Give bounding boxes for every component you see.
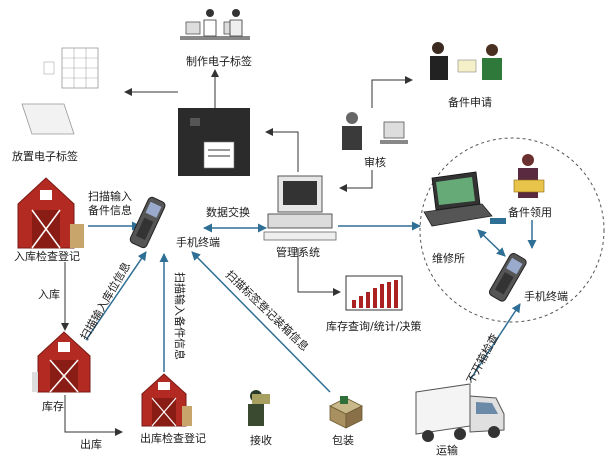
arrows — [61, 69, 537, 436]
handheld-terminal-icon — [129, 196, 166, 249]
shelf-icon — [21, 47, 99, 135]
package-icon — [329, 396, 363, 429]
arrow-stock-out — [64, 395, 123, 436]
label-handheld-2: 手机终端 — [524, 290, 568, 303]
arrow-pack-to-handheld — [191, 251, 331, 393]
label-place-tag: 放置电子标签 — [12, 150, 78, 163]
label-inbound-check: 入库检查登记 — [14, 250, 80, 263]
label-audit: 审核 — [364, 156, 386, 169]
laptop-icon — [423, 171, 506, 227]
receiver-icon — [248, 390, 270, 426]
barn-outbound-icon — [141, 373, 192, 427]
label-handheld-1: 手机终端 — [176, 236, 220, 249]
label-receive: 接收 — [250, 434, 272, 447]
label-mgmt-system: 管理系统 — [276, 246, 320, 259]
label-make-tag: 制作电子标签 — [186, 55, 252, 68]
arrow-audit-to-apply — [371, 76, 413, 108]
label-parts-receive: 备件领用 — [508, 206, 552, 219]
barn-inbound-icon — [17, 177, 84, 249]
printer-icon — [178, 108, 250, 176]
label-scan-in-2: 备件信息 — [88, 204, 132, 217]
label-stock-out: 出库 — [80, 438, 102, 451]
barn-inventory-icon — [32, 331, 91, 393]
arrow-laptop-handheld — [477, 229, 506, 257]
label-pack: 包装 — [332, 434, 354, 447]
label-data-exchange: 数据交换 — [206, 206, 250, 219]
arrow-audit-to-system — [339, 170, 373, 192]
arrow-system-to-printer — [265, 128, 299, 172]
truck-icon — [415, 383, 505, 442]
label-parts-apply: 备件申请 — [448, 96, 492, 109]
label-stock-in: 入库 — [38, 288, 60, 301]
label-scan-in-1: 扫描输入 — [88, 190, 132, 203]
label-stock-query: 库存查询/统计/决策 — [326, 320, 422, 333]
worker-with-box-icon — [513, 154, 545, 198]
arrow-truck-to-handheld — [469, 303, 521, 381]
label-scan-parts: 扫描输入备件信息 — [173, 272, 186, 360]
reviewer-icon — [342, 112, 408, 150]
label-repair-station: 维修所 — [432, 252, 465, 265]
bar-chart-icon — [345, 275, 403, 311]
repair-station-boundary — [419, 137, 605, 323]
arrow-inventory-to-handheld — [85, 251, 147, 341]
arrow-system-to-query — [297, 248, 341, 296]
label-outbound-check: 出库检查登记 — [140, 432, 206, 445]
label-inventory: 库存 — [42, 400, 64, 413]
label-transport: 运输 — [436, 444, 458, 457]
handshake-icon — [430, 42, 502, 80]
handheld-terminal-2-icon — [488, 252, 527, 302]
computer-icon — [263, 175, 337, 241]
office-workers-icon — [180, 9, 250, 40]
